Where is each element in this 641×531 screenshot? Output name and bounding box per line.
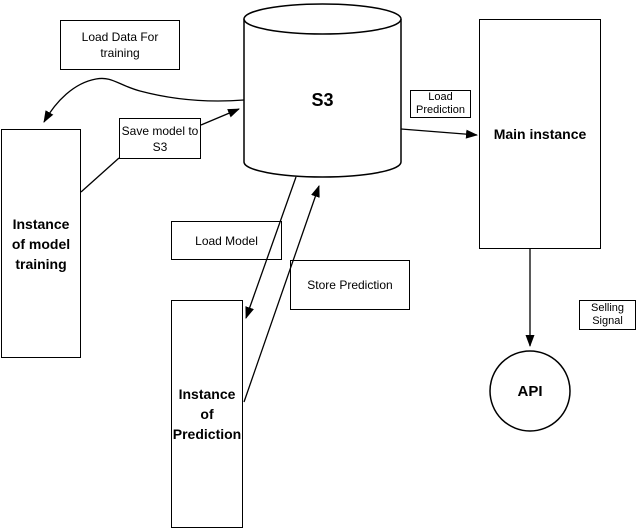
node-label-line: of model [11, 235, 71, 252]
node-instance-of-prediction[interactable]: Instance of Prediction [171, 300, 243, 528]
node-label-line: Instance [12, 215, 70, 232]
edge-label-line: S3 [152, 139, 168, 154]
edge-label-store-prediction[interactable]: Store Prediction [290, 260, 410, 310]
node-label-line: Prediction [172, 426, 242, 442]
edge-label-line: Prediction [416, 104, 465, 116]
edge-label-line: Selling [590, 302, 625, 314]
node-label-line: training [15, 255, 67, 272]
edge-label-text: Load Model [195, 233, 258, 248]
edge-s3-to-main[interactable] [400, 128, 478, 139]
edge-label-text: Store Prediction [307, 278, 393, 292]
api-circle[interactable] [489, 350, 571, 432]
node-instance-of-model-training[interactable]: Instance of model training [1, 129, 81, 358]
edge-label-line: Save model to [121, 123, 199, 138]
edge-label-line: Load [428, 91, 453, 103]
node-label-line: Instance [178, 386, 236, 402]
edge-label-line: Load Data For [81, 30, 159, 44]
edge-label-selling-signal[interactable]: Selling Signal [579, 300, 636, 330]
node-label: Main instance [493, 126, 587, 142]
edge-save-label-to-s3[interactable] [200, 108, 240, 126]
s3-cylinder-top[interactable] [243, 3, 402, 35]
edge-s3-to-training[interactable] [43, 77, 245, 123]
node-label-line: of [200, 406, 214, 422]
s3-cylinder-body[interactable] [243, 19, 402, 178]
edge-label-load-prediction[interactable]: Load Prediction [410, 90, 471, 118]
edge-label-line: training [100, 46, 140, 60]
edge-label-load-data[interactable]: Load Data For training [60, 20, 180, 70]
edge-training-to-save-label[interactable] [80, 157, 120, 193]
node-main-instance[interactable]: Main instance [479, 19, 601, 249]
edge-label-line: Signal [592, 315, 623, 327]
edge-label-load-model[interactable]: Load Model [171, 221, 282, 260]
edge-label-save-model[interactable]: Save model to S3 [119, 118, 201, 159]
